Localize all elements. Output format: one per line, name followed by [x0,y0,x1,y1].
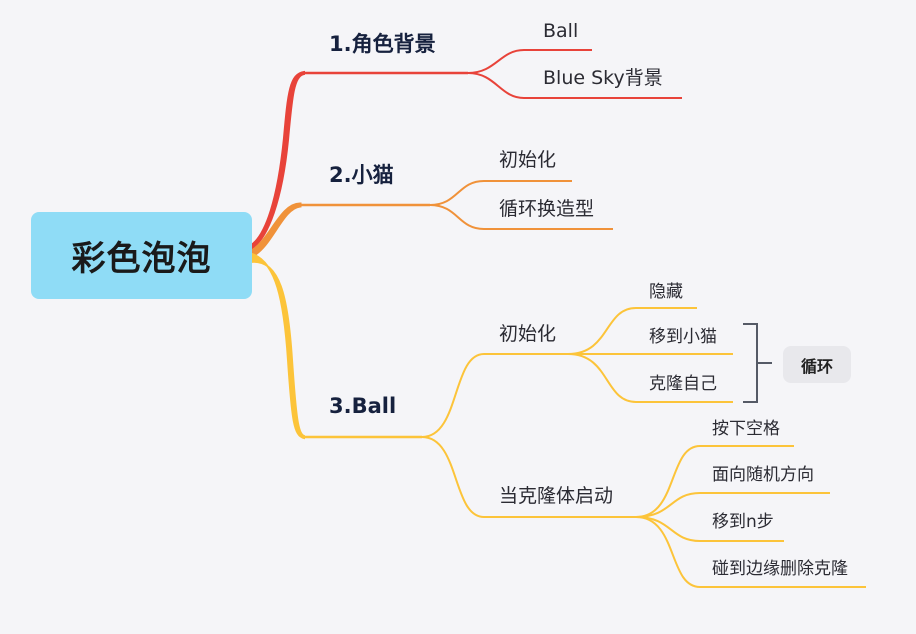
branch-1-child-1[interactable]: Ball [543,20,579,42]
connector-root-branch-2 [247,202,302,259]
connector-b3-c2-g2 [635,492,830,518]
summary-loop-badge[interactable]: 循环 [783,346,851,383]
branch-1-label[interactable]: 1.角色背景 [329,32,436,56]
connector-b3-c1-g3 [567,353,733,403]
connector-b2-c2 [429,204,613,230]
branch-3-label[interactable]: 3.Ball [329,394,397,418]
branch-3-child-1-item-3[interactable]: 克隆自己 [649,374,717,394]
connector-b1-c2 [467,72,682,99]
root-node[interactable]: 彩色泡泡 [31,212,252,299]
branch-3-child-2-item-1[interactable]: 按下空格 [712,419,780,439]
branch-3-child-2-item-4[interactable]: 碰到边缘删除克隆 [712,559,848,579]
connector-root-branch-3 [248,252,305,440]
branch-3-child-1-item-1[interactable]: 隐藏 [649,282,683,302]
connector-b3-c2 [421,436,636,518]
branch-2-child-2[interactable]: 循环换造型 [499,198,595,220]
branch-1-child-2[interactable]: Blue Sky背景 [543,67,663,89]
summary-bracket [743,323,772,403]
connector-b3-c1-g1 [567,307,697,355]
branch-2-label[interactable]: 2.小猫 [329,163,394,187]
branch-3-child-1-item-2[interactable]: 移到小猫 [649,327,717,347]
connector-b3-c2-g1 [635,445,794,518]
root-label: 彩色泡泡 [71,239,212,279]
connector-b2-c1 [429,180,572,206]
branch-3-child-1[interactable]: 初始化 [499,323,557,345]
branch-2-child-1[interactable]: 初始化 [499,149,557,171]
branch-3-child-2[interactable]: 当克隆体启动 [499,485,614,507]
connector-b3-c1 [421,353,568,438]
branch-3-child-2-item-3[interactable]: 移到n步 [712,512,774,532]
branch-3-child-2-item-2[interactable]: 面向随机方向 [712,465,814,485]
connector-b3-c2-g4 [635,516,866,588]
connector-b1-c1 [467,49,592,74]
